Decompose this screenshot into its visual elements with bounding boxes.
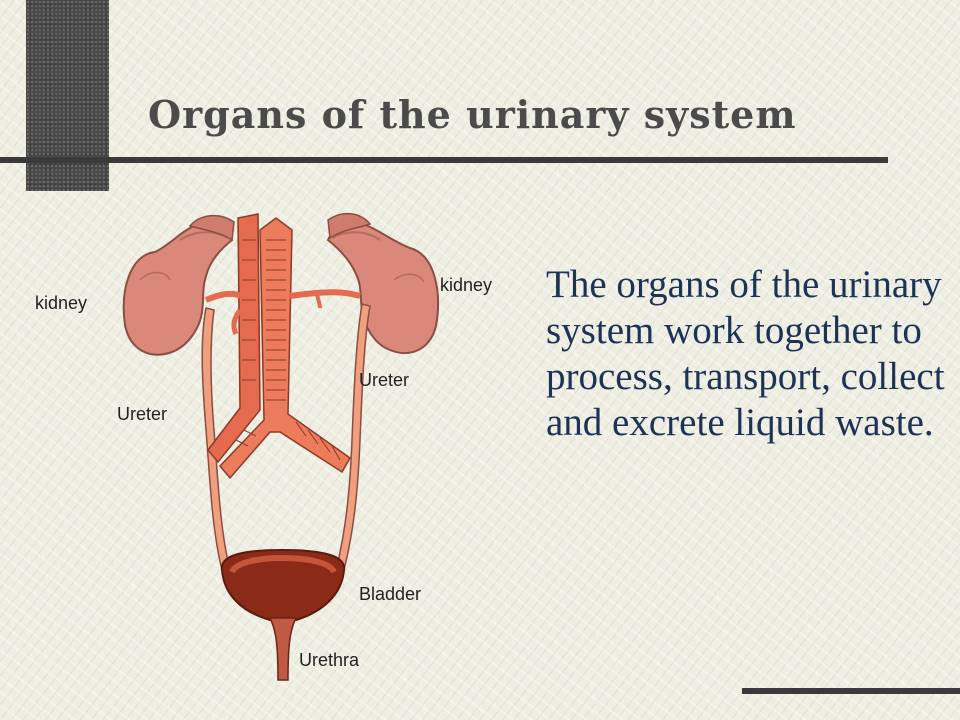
bottom-divider (742, 688, 960, 694)
slide-body-text: The organs of the urinary system work to… (546, 263, 945, 444)
bladder (220, 548, 346, 621)
label-kidney-left: kidney (35, 293, 88, 313)
aorta (218, 217, 351, 480)
left-kidney (122, 222, 234, 356)
label-ureter-left: Ureter (117, 404, 168, 424)
urethra (268, 617, 298, 681)
slide-title: Organs of the urinary system (148, 92, 797, 137)
label-urethra: Urethra (299, 650, 360, 670)
right-ureter (335, 303, 371, 571)
label-kidney-right: kidney (440, 275, 493, 295)
label-ureter-right: Ureter (359, 370, 410, 390)
title-divider (0, 157, 888, 163)
vena-cava (207, 213, 261, 464)
right-kidney (326, 222, 439, 354)
label-bladder: Bladder (359, 584, 422, 604)
urinary-system-diagram (122, 212, 439, 681)
